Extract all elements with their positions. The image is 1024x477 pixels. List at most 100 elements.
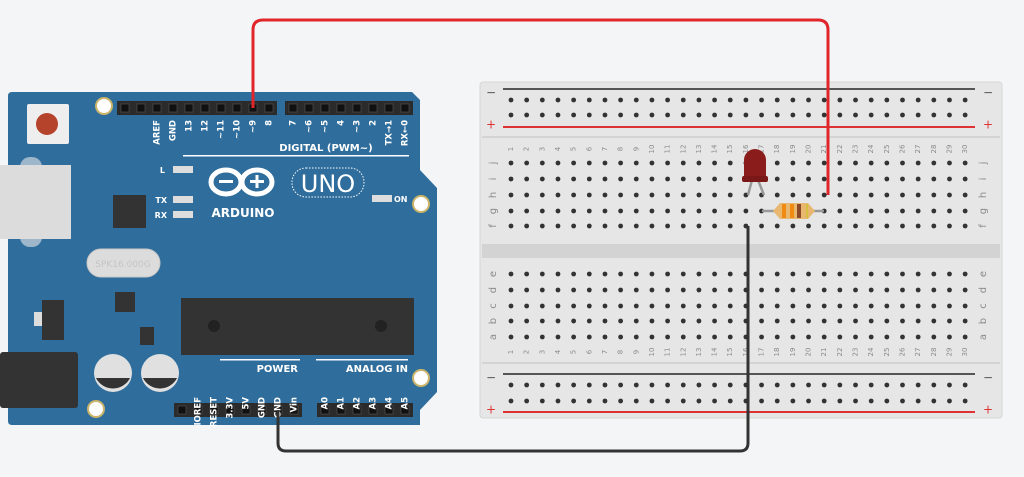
- hole-h8[interactable]: [618, 192, 624, 198]
- hole-f26[interactable]: [900, 223, 905, 229]
- hole-a23[interactable]: [853, 334, 858, 340]
- hole-c13[interactable]: [696, 303, 702, 309]
- hole-h1[interactable]: [508, 192, 514, 198]
- rail-hole[interactable]: [571, 112, 577, 118]
- hole-d17[interactable]: [759, 287, 764, 293]
- rail-hole[interactable]: [853, 382, 858, 388]
- rail-hole[interactable]: [618, 97, 624, 103]
- hole-f28[interactable]: [931, 223, 937, 229]
- hole-e18[interactable]: [774, 271, 780, 277]
- hole-e11[interactable]: [665, 271, 670, 277]
- reset-button[interactable]: [27, 104, 69, 144]
- hole-e8[interactable]: [618, 271, 624, 277]
- hole-c3[interactable]: [539, 303, 545, 309]
- hole-i3[interactable]: [539, 176, 545, 182]
- hole-b27[interactable]: [915, 318, 921, 324]
- rail-hole[interactable]: [743, 112, 749, 118]
- hole-d25[interactable]: [884, 287, 890, 293]
- rail-hole[interactable]: [759, 97, 764, 103]
- hole-c7[interactable]: [602, 303, 608, 309]
- hole-b2[interactable]: [524, 318, 530, 324]
- hole-e26[interactable]: [900, 271, 905, 277]
- rail-hole[interactable]: [696, 398, 702, 404]
- rail-hole[interactable]: [931, 382, 937, 388]
- rail-hole[interactable]: [602, 398, 608, 404]
- rail-hole[interactable]: [884, 398, 890, 404]
- rail-hole[interactable]: [508, 97, 514, 103]
- rail-hole[interactable]: [680, 112, 686, 118]
- rail-hole[interactable]: [915, 112, 921, 118]
- rail-hole[interactable]: [806, 398, 811, 404]
- hole-i10[interactable]: [649, 176, 655, 182]
- hole-b5[interactable]: [571, 318, 577, 324]
- hole-a6[interactable]: [586, 334, 592, 340]
- rail-hole[interactable]: [821, 112, 827, 118]
- rail-hole[interactable]: [774, 97, 780, 103]
- hole-c11[interactable]: [665, 303, 670, 309]
- hole-a3[interactable]: [539, 334, 545, 340]
- hole-i24[interactable]: [868, 176, 874, 182]
- hole-c1[interactable]: [508, 303, 514, 309]
- hole-g22[interactable]: [837, 208, 843, 214]
- hole-b30[interactable]: [962, 318, 968, 324]
- header-pin[interactable]: [257, 405, 267, 415]
- hole-b22[interactable]: [837, 318, 843, 324]
- hole-j28[interactable]: [931, 160, 937, 166]
- hole-d27[interactable]: [915, 287, 921, 293]
- rail-hole[interactable]: [915, 97, 921, 103]
- hole-g9[interactable]: [633, 208, 639, 214]
- hole-c26[interactable]: [900, 303, 905, 309]
- header-pin[interactable]: [184, 103, 194, 113]
- rail-hole[interactable]: [743, 97, 749, 103]
- hole-i19[interactable]: [790, 176, 796, 182]
- hole-g23[interactable]: [853, 208, 858, 214]
- hole-d28[interactable]: [931, 287, 937, 293]
- rail-hole[interactable]: [508, 398, 514, 404]
- hole-h5[interactable]: [571, 192, 577, 198]
- rail-hole[interactable]: [524, 382, 530, 388]
- hole-i25[interactable]: [884, 176, 890, 182]
- rail-hole[interactable]: [790, 398, 796, 404]
- hole-g4[interactable]: [555, 208, 561, 214]
- header-pin[interactable]: [336, 405, 346, 415]
- rail-hole[interactable]: [586, 382, 592, 388]
- header-pin[interactable]: [288, 103, 298, 113]
- rail-hole[interactable]: [868, 97, 874, 103]
- hole-g6[interactable]: [586, 208, 592, 214]
- hole-j15[interactable]: [727, 160, 733, 166]
- hole-j6[interactable]: [586, 160, 592, 166]
- hole-b7[interactable]: [602, 318, 608, 324]
- hole-b15[interactable]: [727, 318, 733, 324]
- rail-hole[interactable]: [884, 97, 890, 103]
- rail-hole[interactable]: [774, 112, 780, 118]
- hole-i14[interactable]: [712, 176, 717, 182]
- hole-d19[interactable]: [790, 287, 796, 293]
- hole-h23[interactable]: [853, 192, 858, 198]
- hole-i20[interactable]: [806, 176, 811, 182]
- hole-h6[interactable]: [586, 192, 592, 198]
- rail-hole[interactable]: [571, 398, 577, 404]
- rail-hole[interactable]: [696, 382, 702, 388]
- hole-f29[interactable]: [947, 223, 952, 229]
- rail-hole[interactable]: [618, 382, 624, 388]
- hole-e19[interactable]: [790, 271, 796, 277]
- hole-j10[interactable]: [649, 160, 655, 166]
- hole-f6[interactable]: [586, 223, 592, 229]
- hole-j26[interactable]: [900, 160, 905, 166]
- hole-f7[interactable]: [602, 223, 608, 229]
- rail-hole[interactable]: [680, 382, 686, 388]
- hole-j30[interactable]: [962, 160, 968, 166]
- rail-hole[interactable]: [727, 112, 733, 118]
- rail-hole[interactable]: [868, 398, 874, 404]
- rail-hole[interactable]: [555, 382, 561, 388]
- hole-a21[interactable]: [821, 334, 827, 340]
- header-pin[interactable]: [200, 103, 210, 113]
- rail-hole[interactable]: [665, 382, 670, 388]
- hole-d21[interactable]: [821, 287, 827, 293]
- rail-hole[interactable]: [633, 97, 639, 103]
- hole-f2[interactable]: [524, 223, 530, 229]
- hole-e15[interactable]: [727, 271, 733, 277]
- hole-e9[interactable]: [633, 271, 639, 277]
- hole-b18[interactable]: [774, 318, 780, 324]
